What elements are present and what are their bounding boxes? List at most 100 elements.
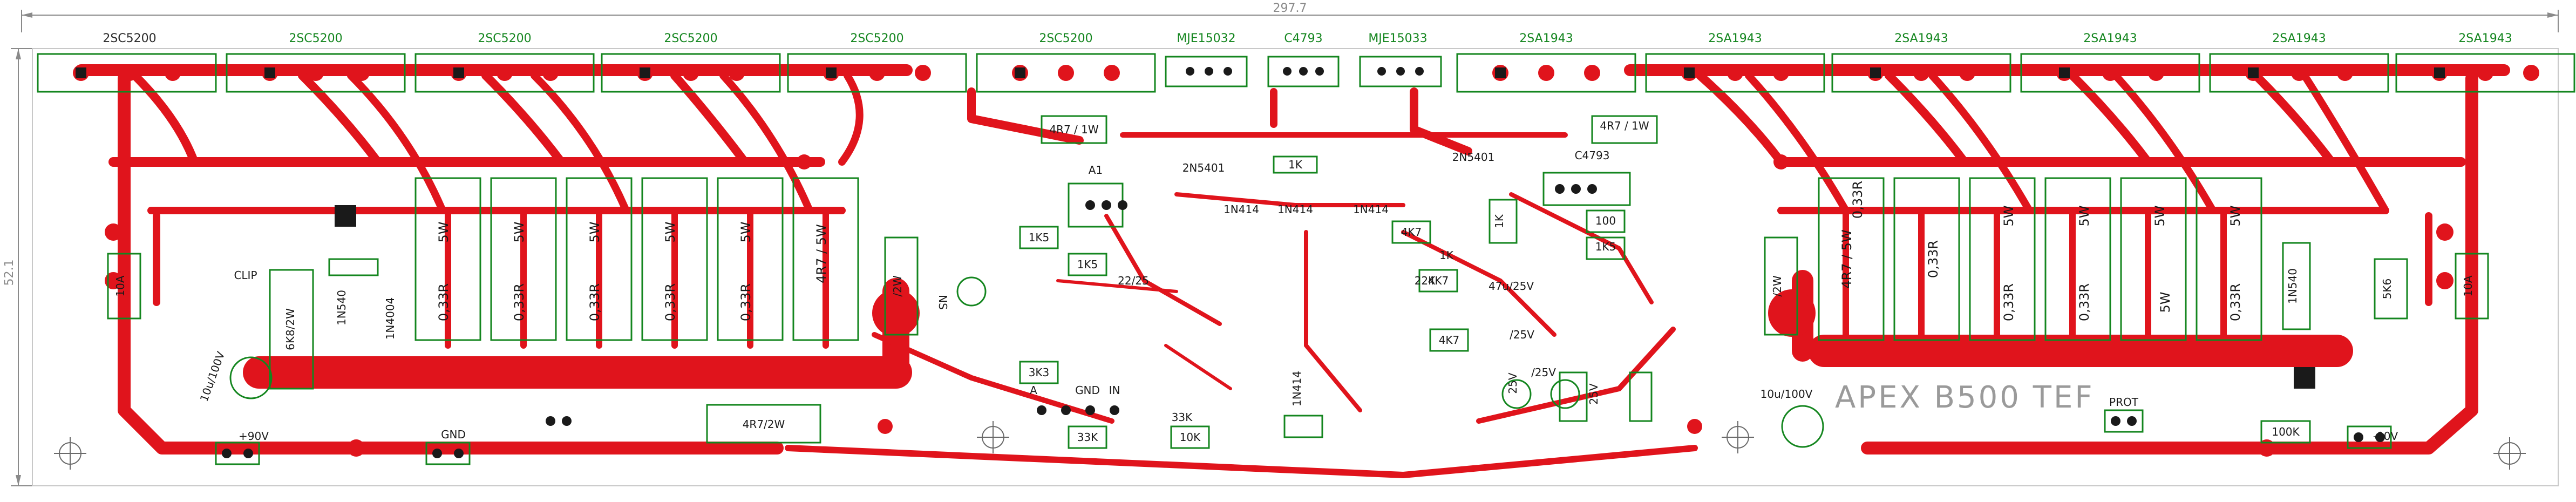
resistor-r11-value: 0,33R (2228, 283, 2243, 321)
transistor-q5-label: 2SC5200 (850, 32, 903, 45)
diode-1n540-right-label: 1N540 (2286, 268, 2299, 304)
transistor-q11: 2SA1943 (2209, 32, 2389, 93)
transistor-q6: 2SC5200 (976, 32, 1156, 93)
input-label: IN (1109, 384, 1120, 397)
capacitor-25v-b-label: /25V (1531, 366, 1556, 379)
resistor-3k3-label: 3K3 (1029, 366, 1050, 379)
transistor-q9-label: 2SA1943 (1894, 32, 1948, 45)
resistor-r2-power: 5W (512, 222, 527, 243)
transistor-q4: 2SC5200 (601, 32, 781, 93)
clip-led-label: CLIP (234, 269, 257, 282)
transistor-q7: 2SA1943 (1456, 32, 1636, 93)
resistor-r11-power: 5W (2228, 206, 2243, 227)
transistor-q3-label: 2SC5200 (478, 32, 531, 45)
resistor-4k7-c-label: 4K7 (1439, 334, 1460, 347)
transistor-q8-label: 2SA1943 (1708, 32, 1762, 45)
resistor-22k-label: 22K (1415, 274, 1436, 287)
diode-1n4148-a-label: 1N414 (1224, 203, 1259, 216)
diode-1n4004-label: 1N4004 (384, 297, 397, 340)
resistor-6k8-label: 6K8/2W (284, 308, 297, 350)
resistor-r12-value: 0,33R (1850, 181, 1865, 219)
diode-1n540-left-label: 1N540 (335, 290, 348, 325)
dimension-height: 52.1 (3, 260, 16, 286)
transistor-q2-label: 2SC5200 (289, 32, 342, 45)
resistor-r10-value: 0,33R (2077, 283, 2092, 321)
resistor-100k-label: 100K (2272, 425, 2300, 438)
capacitor-10-25b-label: 25V (1587, 383, 1600, 404)
resistor-r2-value: 0,33R (512, 283, 527, 321)
resistor-r9-power: 5W (2077, 206, 2092, 227)
transistor-2n5401-b-label: 2N5401 (1452, 151, 1495, 164)
small-pads (222, 184, 2385, 458)
capacitor-10-25-label: /25V (1510, 328, 1534, 341)
diode-1n4148-c-label: 1N414 (1353, 203, 1389, 216)
copper-traces (75, 64, 2510, 478)
gnd-label: GND (441, 428, 466, 441)
capacitor-10-100-left-label: 10u/100V (198, 350, 228, 403)
fuse-left-label: 10A (114, 275, 127, 296)
resistor-r5-power: 5W (738, 222, 753, 243)
small-components: 10A 10A 6K8/2W 1N540 1N4004 4R7/2W /2W /… (107, 115, 2489, 465)
resistor-1k-c-label: 1K (1439, 249, 1454, 262)
a-label: A (1030, 384, 1037, 397)
transistor-q10-label: 2SA1943 (2083, 32, 2137, 45)
resistor-4r7-1w-right-label: 4R7 / 1W (1600, 119, 1649, 132)
capacitor-47-25-label: 47u/25V (1488, 280, 1534, 293)
resistor-1k-a-label: 1K (1288, 158, 1303, 171)
board-outline (32, 48, 2559, 486)
fuse-right-label: 10A (2462, 275, 2475, 296)
resistor-4k7-b-label: 4K7 (1428, 274, 1449, 287)
resistor-1k5-a-label: 1K5 (1029, 231, 1050, 244)
prot-label: PROT (2109, 396, 2139, 409)
resistor-5k6-label: 5K6 (2381, 279, 2394, 300)
transistor-c4793-top: C4793 (1267, 32, 1340, 87)
resistor-100-label: 100 (1595, 214, 1616, 227)
resistor-r7-power: 4R7 / 5W (1839, 229, 1854, 289)
resistor-r8-value: 0,33R (1926, 240, 1941, 278)
transistor-mje15032-label: MJE15032 (1177, 32, 1235, 45)
resistor-1k5-c-label: 1K5 (1595, 240, 1616, 253)
transistor-c4793-label: C4793 (1575, 149, 1610, 162)
resistor-2w-left-label: /2W (891, 275, 904, 296)
top-transistor-row: 2SC5200 2SC5200 2SC5200 2SC5200 2SC5200 … (37, 32, 2575, 93)
copper-pads (105, 154, 2453, 457)
resistor-r10-power: 5W (2152, 206, 2167, 227)
resistor-10k-label: 10K (1180, 431, 1201, 444)
transistor-q1-label: 2SC5200 (103, 32, 156, 45)
transistor-q6-label: 2SC5200 (1039, 32, 1092, 45)
resistor-2w-right-label: /2W (1771, 275, 1784, 296)
transistor-q7-label: 2SA1943 (1519, 32, 1573, 45)
resistor-r3-power: 5W (587, 222, 602, 243)
board-title: APEX B500 TEF (1835, 380, 2095, 415)
transistor-q4-label: 2SC5200 (664, 32, 717, 45)
transistor-q8: 2SA1943 (1645, 32, 1825, 93)
diode-1n4148-b-label: 1N414 (1277, 203, 1313, 216)
transistor-q2: 2SC5200 (226, 32, 406, 93)
transistor-q12: 2SA1943 (2395, 32, 2575, 93)
transistor-mje15033-label: MJE15033 (1368, 32, 1427, 45)
ns-label: NS (936, 295, 949, 310)
transistor-mje15033: MJE15033 (1359, 32, 1442, 87)
resistor-r1-power: 5W (436, 222, 451, 243)
resistor-r3-value: 0,33R (587, 283, 602, 321)
transistor-a1-label: A1 (1089, 164, 1103, 177)
resistor-r9-value: 0,33R (2001, 283, 2016, 321)
transistor-q12-label: 2SA1943 (2458, 32, 2512, 45)
resistor-4k7-a-label: 4K7 (1401, 226, 1422, 239)
resistor-33k-label: 33K (1077, 431, 1098, 444)
transistor-2n5401-a-label: 2N5401 (1182, 161, 1225, 174)
electrolytic-capacitors (229, 276, 1824, 448)
transistor-c4793-top-label: C4793 (1284, 32, 1322, 45)
input-gnd-label: GND (1075, 384, 1100, 397)
resistor-r1-value: 0,33R (436, 283, 451, 321)
resistor-r6-power: 4R7 / 5W (814, 224, 829, 283)
resistor-4r7-2w-label: 4R7/2W (743, 418, 785, 431)
resistor-r8-power: 5W (2001, 206, 2016, 227)
resistor-r4-value: 0,33R (663, 283, 678, 321)
resistor-1k5-b-label: 1K5 (1077, 258, 1098, 271)
transistor-q9: 2SA1943 (1831, 32, 2011, 93)
resistor-r12-power: 5W (2158, 292, 2173, 313)
transistor-mje15032: MJE15032 (1165, 32, 1248, 87)
emitter-resistors: 5W 5W 5W 5W 5W 4R7 / 5W 4R7 / 5W 5W 5W 5… (414, 177, 2262, 341)
